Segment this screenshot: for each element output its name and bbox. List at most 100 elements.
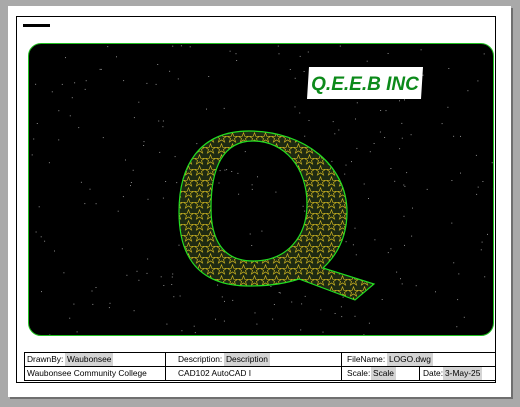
background-dot (162, 197, 164, 199)
background-dot (107, 46, 109, 48)
background-dot (484, 276, 486, 278)
background-dot (36, 123, 38, 124)
background-dot (162, 126, 164, 128)
background-dot (404, 185, 406, 187)
background-dot (404, 244, 405, 246)
background-dot (158, 120, 160, 122)
background-dot (294, 77, 296, 79)
drawn-by-field[interactable]: Waubonsee (65, 353, 114, 366)
background-dot (215, 318, 216, 320)
background-dot (412, 207, 413, 209)
background-dot (399, 148, 401, 150)
background-dot (338, 129, 340, 131)
filename-field[interactable]: LOGO.dwg (387, 353, 433, 366)
background-dot (341, 316, 343, 318)
background-dot (460, 172, 461, 174)
background-dot (401, 283, 403, 285)
company-name: Q.E.E.B INC (311, 74, 419, 95)
background-dot (345, 241, 347, 243)
background-dot (278, 53, 280, 55)
background-dot (122, 196, 124, 198)
background-dot (320, 309, 322, 311)
background-dot (130, 185, 131, 187)
background-dot (410, 134, 412, 136)
background-dot (76, 331, 78, 333)
background-dot (58, 139, 60, 141)
background-dot (422, 74, 424, 76)
background-dot (368, 198, 369, 199)
background-dot (481, 241, 483, 243)
background-dot (126, 274, 128, 276)
background-dot (299, 55, 301, 57)
background-dot (176, 182, 178, 184)
background-dot (160, 276, 162, 278)
background-dot (41, 291, 42, 293)
background-dot (249, 233, 251, 235)
background-dot (147, 198, 149, 200)
background-dot (58, 110, 60, 112)
drawing-viewport[interactable]: Q.E.E.B INC (28, 43, 494, 336)
background-dot (177, 78, 179, 80)
date-field[interactable]: 3-May-25 (443, 367, 483, 380)
background-dot (451, 180, 453, 181)
background-dot (435, 291, 436, 293)
background-dot (303, 71, 305, 72)
background-dot (387, 53, 389, 54)
background-dot (322, 331, 324, 333)
background-dot (384, 137, 386, 138)
background-dot (78, 127, 80, 129)
background-dot (217, 284, 219, 286)
background-dot (451, 222, 453, 224)
background-dot (278, 292, 280, 293)
background-dot (121, 248, 123, 250)
background-dot (44, 240, 46, 242)
background-dot (100, 68, 102, 70)
background-dot (390, 168, 392, 169)
background-dot (146, 272, 148, 274)
q-letter-shape (178, 130, 376, 301)
background-dot (136, 270, 138, 272)
background-dot (385, 110, 387, 112)
background-dot (441, 123, 443, 125)
background-dot (406, 172, 408, 174)
background-dot (483, 53, 485, 55)
background-dot (374, 239, 376, 241)
background-dot (237, 172, 239, 174)
background-dot (235, 53, 237, 55)
background-dot (355, 254, 357, 256)
background-dot (356, 102, 358, 104)
background-dot (272, 318, 274, 320)
divider (165, 367, 166, 380)
background-dot (456, 326, 458, 328)
scale-field[interactable]: Scale (371, 367, 396, 380)
background-dot (458, 273, 460, 275)
drawn-by-label: DrawnBy: (27, 354, 64, 364)
background-dot (159, 151, 161, 153)
background-dot (279, 292, 281, 294)
background-dot (387, 252, 389, 254)
background-dot (92, 303, 94, 305)
background-dot (354, 315, 356, 317)
background-dot (448, 68, 450, 69)
background-dot (179, 295, 181, 297)
corner-mark (23, 24, 50, 27)
background-dot (231, 171, 233, 172)
background-dot (331, 160, 333, 162)
background-dot (334, 133, 336, 135)
background-dot (460, 135, 461, 137)
background-dot (475, 154, 477, 156)
background-dot (116, 56, 117, 58)
background-dot (38, 206, 40, 208)
background-dot (35, 231, 37, 233)
background-dot (99, 68, 101, 70)
background-dot (232, 299, 234, 301)
background-dot (380, 110, 382, 111)
divider (341, 353, 342, 366)
background-dot (226, 169, 228, 171)
description-field[interactable]: Description (224, 353, 270, 366)
background-dot (238, 193, 240, 195)
background-dot (165, 181, 167, 182)
title-block-row-2: Waubonsee Community College CAD102 AutoC… (24, 366, 496, 381)
background-dot (171, 284, 173, 285)
background-dot (163, 285, 165, 286)
